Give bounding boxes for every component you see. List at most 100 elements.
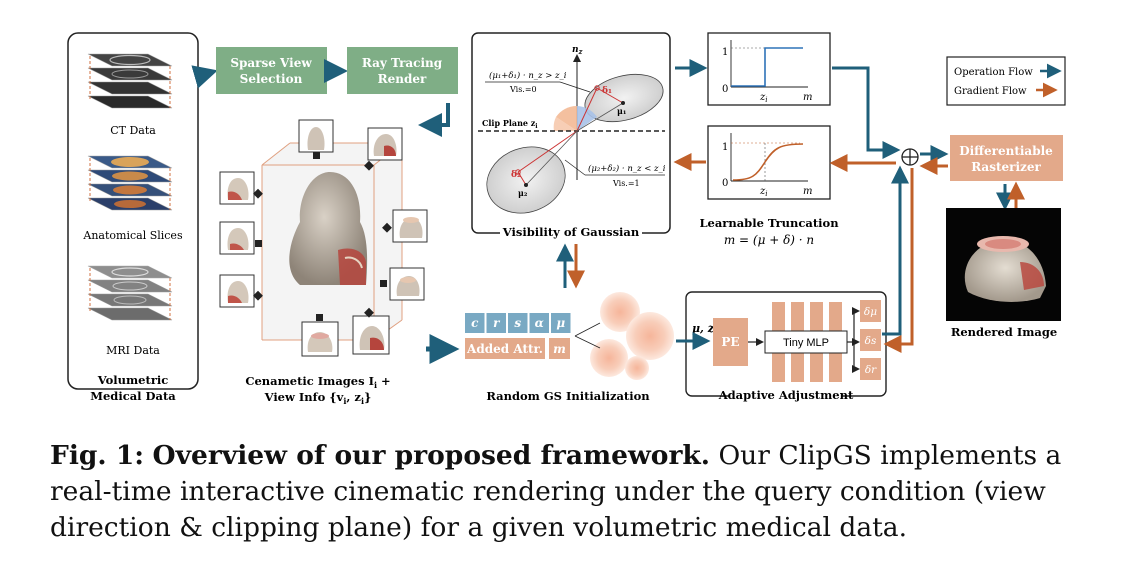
smooth-plot: 1 0 zi m xyxy=(707,125,831,200)
thumb-right-1 xyxy=(382,209,428,243)
sigmoid-curve xyxy=(732,143,804,181)
sparse-label-2: Selection xyxy=(240,72,303,86)
output-label: δμ xyxy=(864,306,877,318)
output-label: δr xyxy=(865,364,877,376)
ray-label-2: Render xyxy=(378,72,427,86)
gs-attr-box xyxy=(508,313,528,333)
gs-attr-box xyxy=(465,313,485,333)
ct-label: CT Data xyxy=(110,124,156,137)
visibility-title: Visibility of Gaussian xyxy=(502,225,640,239)
smooth-y0: 0 xyxy=(722,178,728,189)
delta2-label: δ₂ xyxy=(511,170,521,180)
gs-attr-box xyxy=(551,313,571,333)
smooth-y1: 1 xyxy=(722,142,728,153)
gs-attr-box xyxy=(486,313,506,333)
gs-attr-label: s xyxy=(514,316,521,330)
vis0-label: Vis.=0 xyxy=(509,85,537,94)
tiny-mlp-label: Tiny MLP xyxy=(783,337,829,349)
caption-label: Fig. 1: xyxy=(50,440,145,471)
rendered-label: Rendered Image xyxy=(951,325,1057,339)
framework-diagram: CT Data Anatomical Slices MRI xyxy=(67,32,1066,406)
gaussian-ellipse-2 xyxy=(486,146,566,214)
oplus-node xyxy=(901,148,919,166)
gs-attr-box xyxy=(529,313,549,333)
nz-label: nz xyxy=(572,45,584,56)
mu2-label: μ₂ xyxy=(518,188,528,198)
thumb-left-3 xyxy=(219,274,263,308)
ct-stack xyxy=(87,53,173,109)
output-label: δs xyxy=(865,335,877,347)
diff-label-2: Rasterizer xyxy=(971,160,1041,174)
smooth-xz: zi xyxy=(759,186,768,198)
thumb-bottom-2 xyxy=(352,307,390,355)
step-xm: m xyxy=(803,92,812,103)
learnable-title: Learnable Truncation xyxy=(699,216,839,230)
legend-box: Operation Flow Gradient Flow xyxy=(946,56,1066,106)
volumetric-data-panel: CT Data Anatomical Slices MRI xyxy=(67,32,199,403)
gs-attr-label: α xyxy=(535,316,544,330)
step-curve xyxy=(731,47,803,87)
output-box xyxy=(860,358,881,380)
cinematic-caption-2: View Info {vi, zi} xyxy=(264,390,372,406)
caption-bold: Overview of our proposed framework. xyxy=(152,440,711,471)
gs-bubble-4 xyxy=(625,356,649,380)
random-gs-label: Random GS Initialization xyxy=(486,389,650,403)
volumetric-title-1: Volumetric xyxy=(97,373,169,387)
cond2-label: (μ₂+δ₂) · n_z < z_i xyxy=(588,163,666,174)
adaptive-title: Adaptive Adjustment xyxy=(718,388,854,402)
thumb-right-2 xyxy=(380,267,425,301)
thumb-left-2 xyxy=(219,221,262,255)
thumb-top-right xyxy=(364,127,403,171)
figure-caption: Fig. 1: Overview of our proposed framewo… xyxy=(50,438,1110,546)
gs-attr-label: c xyxy=(471,316,479,330)
cinematic-caption-1: Cenametic Images Ii + xyxy=(245,374,390,390)
gs-bubble-2 xyxy=(626,312,674,360)
added-attr-label: Added Attr. xyxy=(466,342,543,356)
arrow-step-to-oplus xyxy=(832,66,901,159)
anatomical-label: Anatomical Slices xyxy=(82,229,183,242)
pe-label: PE xyxy=(721,335,739,349)
sparse-label-1: Sparse View xyxy=(230,56,312,70)
diff-label-1: Differentiable xyxy=(959,144,1053,158)
output-box xyxy=(860,329,881,351)
gs-attr-label: μ xyxy=(556,316,565,330)
mri-label: MRI Data xyxy=(106,344,160,357)
thumb-left-1 xyxy=(219,171,263,205)
added-m-box xyxy=(549,338,570,359)
cond1-label: (μ₁+δ₁) · n_z > z_i xyxy=(489,70,567,81)
legend-op-label: Operation Flow xyxy=(954,67,1033,78)
arrow-ray-to-cinematic xyxy=(418,103,450,137)
gs-bubble-3 xyxy=(590,339,628,377)
mu1-label: μ₁ xyxy=(617,106,626,116)
pe-box xyxy=(713,318,748,366)
smooth-xm: m xyxy=(803,186,812,197)
clip-plane-label: Clip Plane zi xyxy=(482,118,538,130)
thumb-bottom-1 xyxy=(301,314,339,357)
step-plot: 1 0 zi m xyxy=(707,32,831,106)
volumetric-panel-frame xyxy=(67,32,199,390)
legend-grad-label: Gradient Flow xyxy=(954,86,1027,97)
added-m-label: m xyxy=(553,342,566,356)
output-box xyxy=(860,300,881,322)
rendered-image xyxy=(946,208,1061,321)
diff-rasterizer-box: Differentiable Rasterizer xyxy=(950,135,1063,181)
ray-tracing-box: Ray Tracing Render xyxy=(347,47,458,94)
arrow-adaptive-to-oplus xyxy=(882,165,909,336)
thumb-top xyxy=(298,119,334,159)
arrow-data-to-sparse xyxy=(191,65,218,89)
ray-label-1: Ray Tracing xyxy=(362,56,443,70)
sparse-view-box: Sparse View Selection xyxy=(216,47,327,94)
cinematic-images-group: Cenametic Images Ii + View Info {vi, zi} xyxy=(219,119,428,406)
step-y0: 0 xyxy=(722,84,728,95)
visibility-panel: nz Clip Plane zi δ₁ μ₁ δ₂ μ₂ (μ₁+δ₁) · n… xyxy=(471,32,671,240)
delta1-label: δ₁ xyxy=(602,86,612,96)
volumetric-title-2: Medical Data xyxy=(90,389,176,403)
gs-bubble-1 xyxy=(600,292,640,332)
learnable-formula: m = (μ + δ) · n xyxy=(724,233,814,247)
arrow-oplus-to-adaptive xyxy=(883,168,914,353)
anatomical-stack xyxy=(87,155,173,211)
gs-attr-label: r xyxy=(493,316,501,330)
caption-text: Our ClipGS implements a real-time intera… xyxy=(50,440,1062,543)
